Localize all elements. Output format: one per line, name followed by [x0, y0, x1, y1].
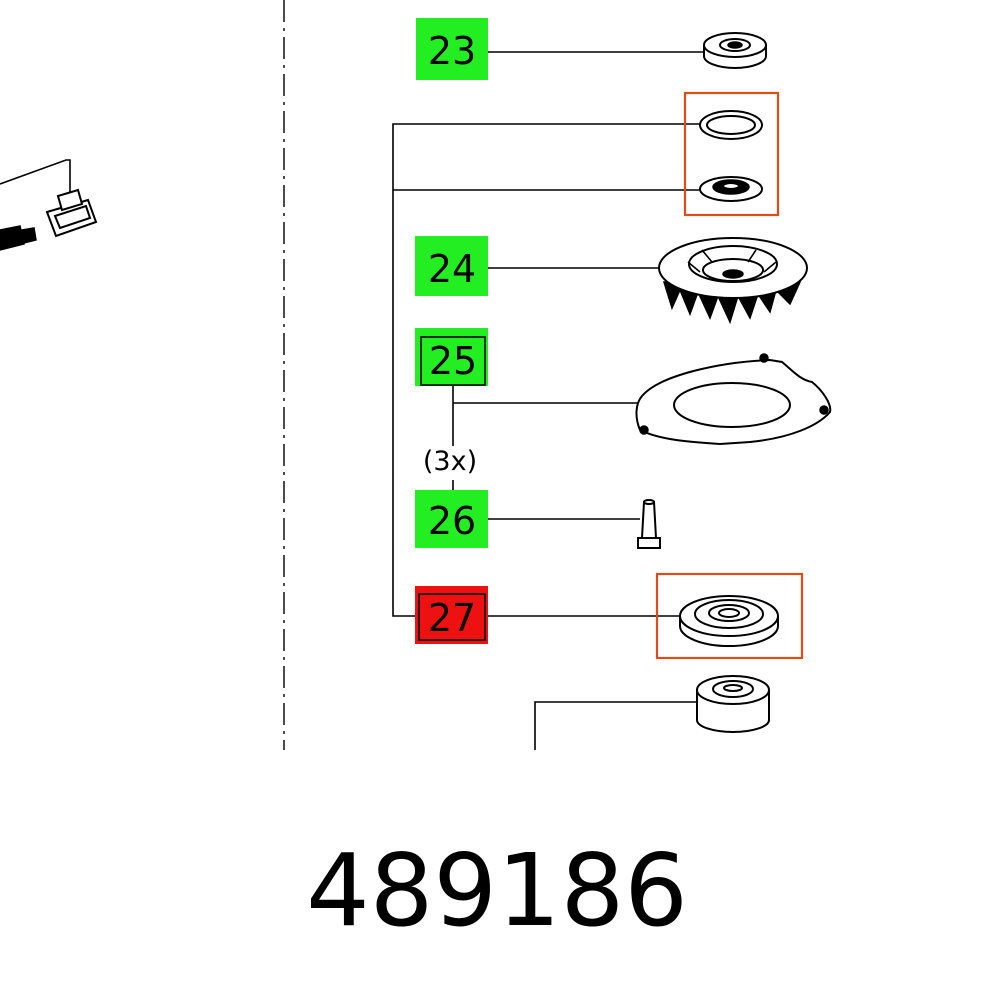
highlight-frame-upper [683, 91, 780, 217]
callout-23[interactable]: 23 [416, 18, 488, 80]
callout-27-selected[interactable]: 27 [415, 586, 488, 644]
callout-27-label: 27 [428, 596, 476, 640]
part-washer [699, 176, 763, 202]
part-24-fan [658, 237, 808, 325]
part-25-cover-plate [635, 353, 832, 446]
group-bracket-line [392, 123, 703, 617]
callout-23-label: 23 [428, 29, 476, 73]
part-number: 489186 [306, 832, 688, 949]
highlight-frame-lower [655, 572, 804, 660]
connector-part [0, 159, 98, 251]
part-sealing-ring [699, 110, 763, 140]
callout-25[interactable]: 25 [415, 328, 488, 386]
part-lower-bearing [696, 675, 770, 733]
callout-24[interactable]: 24 [415, 236, 488, 296]
callout-26[interactable]: 26 [415, 490, 488, 548]
callout-26-label: 26 [428, 499, 476, 543]
quantity-note: (3x) [423, 446, 477, 477]
part-27-bearing-cap [679, 595, 779, 647]
callout-24-label: 24 [428, 247, 476, 291]
part-23-bearing [703, 32, 767, 69]
callout-25-label: 25 [429, 339, 477, 383]
part-26-screw [637, 499, 661, 549]
